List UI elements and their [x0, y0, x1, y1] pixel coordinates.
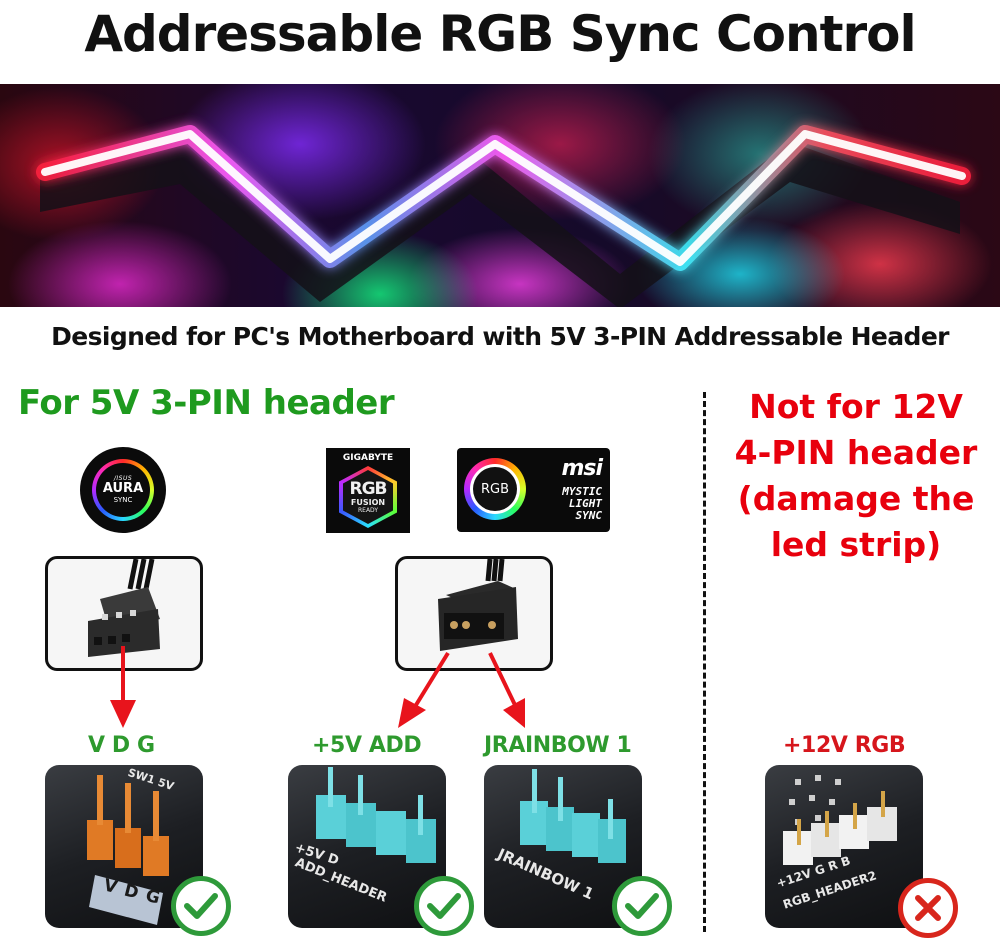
compatible-heading: For 5V 3-PIN header — [18, 383, 395, 423]
jrainbow-header-photo: JRAINBOW 1 — [484, 765, 642, 928]
5v-add-header-label: +5V ADD — [312, 733, 422, 758]
incompatible-heading: Not for 12V 4-PIN header (damage the led… — [734, 387, 978, 564]
section-divider — [703, 392, 706, 932]
check-icon — [612, 876, 672, 936]
jrainbow-header-label: JRAINBOW 1 — [484, 733, 632, 758]
3pin-connector-photo — [45, 556, 203, 671]
page-title: Addressable RGB Sync Control — [84, 5, 916, 63]
check-icon — [414, 876, 474, 936]
gigabyte-rgb-fusion-logo: GIGABYTE RGB FUSION READY — [326, 448, 410, 533]
3pin-connector-illustration — [88, 559, 160, 657]
compatibility-subtitle: Designed for PC's Motherboard with 5V 3-… — [51, 322, 949, 351]
vdg-header-label: V D G — [88, 733, 155, 758]
check-icon — [171, 876, 231, 936]
asus-aura-sync-logo: /ISUS AURA SYNC — [80, 447, 166, 533]
12v-rgb-header-label: +12V RGB — [783, 733, 906, 758]
cross-icon — [898, 878, 958, 938]
4pin-argb-connector-photo — [395, 556, 553, 671]
led-strip-glow — [36, 125, 971, 307]
argb-connector-illustration — [438, 559, 518, 651]
msi-mystic-light-logo: RGB msi MYSTIC LIGHT SYNC — [457, 448, 610, 532]
led-strip-photo — [0, 84, 1000, 307]
12v-rgb-header-photo: +12V G R B RGB_HEADER2 — [765, 765, 923, 928]
